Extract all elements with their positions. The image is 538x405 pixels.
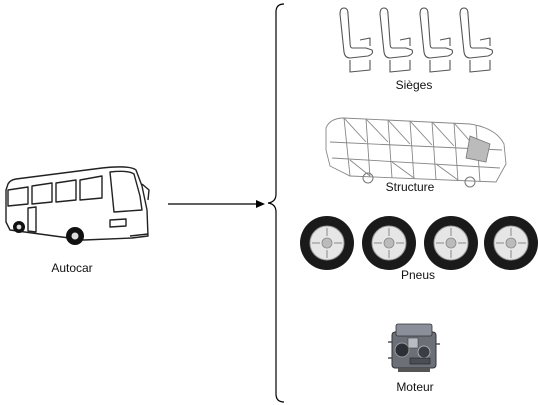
bus-icon bbox=[2, 160, 152, 250]
curly-brace bbox=[262, 0, 286, 405]
source-label: Autocar bbox=[51, 261, 93, 275]
arrow-connector bbox=[166, 196, 266, 212]
bus-frame-icon bbox=[320, 110, 510, 190]
seats-icon bbox=[330, 4, 508, 78]
component-label-tires: Pneus bbox=[400, 268, 436, 282]
component-label-structure: Structure bbox=[385, 180, 435, 194]
tires-icon bbox=[298, 214, 538, 272]
component-label-engine: Moteur bbox=[396, 380, 434, 394]
engine-icon bbox=[386, 318, 442, 376]
component-label-seats: Sièges bbox=[395, 78, 433, 92]
